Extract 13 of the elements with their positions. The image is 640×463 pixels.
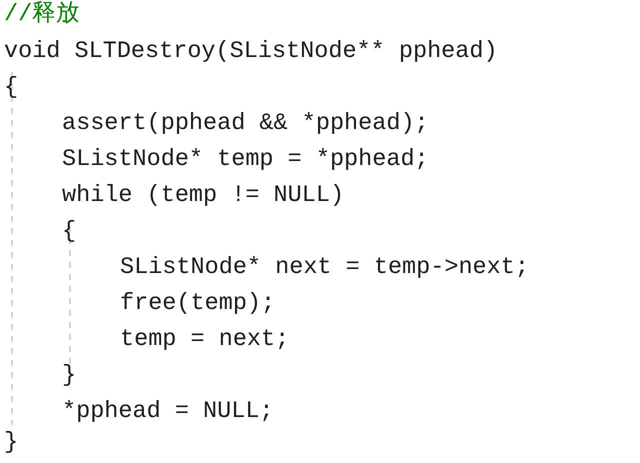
code-line: } [62,361,76,391]
code-line: *pphead = NULL; [62,397,274,427]
code-line: void SLTDestroy(SListNode** pphead) [4,37,498,67]
code-line: { [62,217,76,247]
code-line: } [4,428,18,458]
code-line: assert(pphead && *pphead); [62,109,429,139]
code-line: SListNode* temp = *pphead; [62,145,429,175]
code-line: while (temp != NULL) [62,181,344,211]
code-line: { [4,73,18,103]
code-line: free(temp); [120,289,276,319]
code-line: SListNode* next = temp->next; [120,253,529,283]
code-comment: //释放 [4,0,80,30]
code-line: temp = next; [120,325,290,355]
